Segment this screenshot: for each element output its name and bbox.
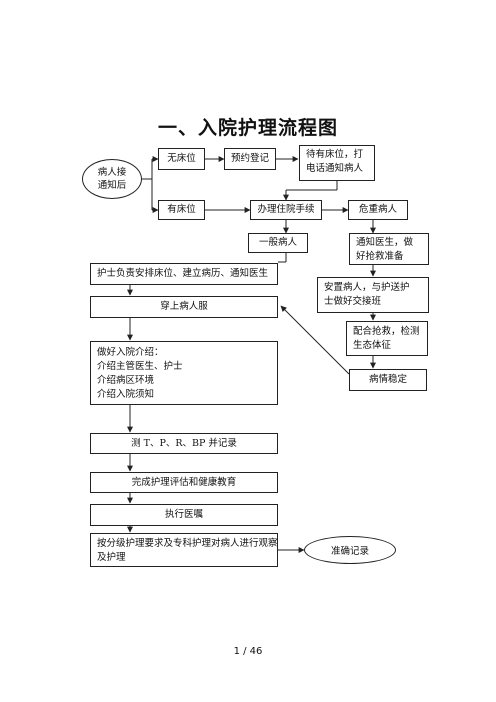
node-text-line: 病人接 — [97, 167, 127, 178]
node-settle-patient: 安置病人，与护送护 士做好交接班 — [317, 277, 429, 313]
node-text-line: 配合抢救，检测 — [353, 326, 420, 337]
node-critical-patient: 危重病人 — [348, 200, 408, 220]
page-title: 一、入院护理流程图 — [157, 117, 338, 139]
node-admission-procedure: 办理住院手续 — [250, 200, 322, 220]
node-has-bed: 有床位 — [158, 200, 205, 220]
node-text-line: 待有床位，打 — [306, 149, 364, 160]
node-measure-vitals: 测 T、P、R、BP 并记录 — [90, 433, 278, 454]
node-general-patient: 一般病人 — [248, 233, 308, 253]
node-text-line: 通知后 — [97, 180, 127, 191]
node-no-bed: 无床位 — [158, 148, 205, 170]
node-reserve-register: 预约登记 — [224, 148, 276, 170]
node-text-line: 介绍入院须知 — [97, 389, 155, 400]
node-graded-care: 按分级护理要求及专科护理对病人进行观察 及护理 — [90, 533, 278, 567]
node-text-line: 做好入院介绍： — [97, 347, 164, 358]
node-text-line: 电话通知病人 — [306, 163, 364, 174]
node-text-line: 介绍主管医生、护士 — [97, 361, 183, 372]
page-number: 1 / 46 — [233, 646, 263, 657]
node-assessment-education: 完成护理评估和健康教育 — [90, 472, 278, 493]
node-notify-doctor: 通知医生，做 好抢救准备 — [349, 233, 429, 265]
node-nurse-arrange: 护士负责安排床位、建立病历、通知医生 — [90, 263, 278, 285]
node-text-line: 生态体征 — [353, 340, 392, 351]
node-patient-notified: 病人接 通知后 — [82, 159, 142, 199]
node-accurate-record: 准确记录 — [304, 536, 396, 564]
node-text-line: 通知医生，做 — [356, 237, 414, 248]
node-text-line: 安置病人，与护送护 — [324, 282, 410, 293]
connector-stable-to-gown — [280, 305, 350, 375]
node-execute-orders: 执行医嘱 — [90, 504, 278, 526]
node-text-line: 及护理 — [97, 552, 126, 563]
node-text-line: 好抢救准备 — [356, 251, 404, 262]
node-text-line: 按分级护理要求及专科护理对病人进行观察 — [97, 538, 278, 549]
node-wait-bed: 待有床位，打 电话通知病人 — [299, 145, 375, 181]
node-text-line: 介绍病区环境 — [97, 375, 155, 386]
node-assist-rescue: 配合抢救，检测 生态体征 — [346, 321, 428, 356]
node-wear-gown: 穿上病人服 — [90, 296, 278, 318]
node-introduction: 做好入院介绍： 介绍主管医生、护士 介绍病区环境 介绍入院须知 — [90, 341, 278, 405]
node-text-line: 士做好交接班 — [324, 296, 382, 307]
node-condition-stable: 病情稳定 — [349, 369, 427, 391]
